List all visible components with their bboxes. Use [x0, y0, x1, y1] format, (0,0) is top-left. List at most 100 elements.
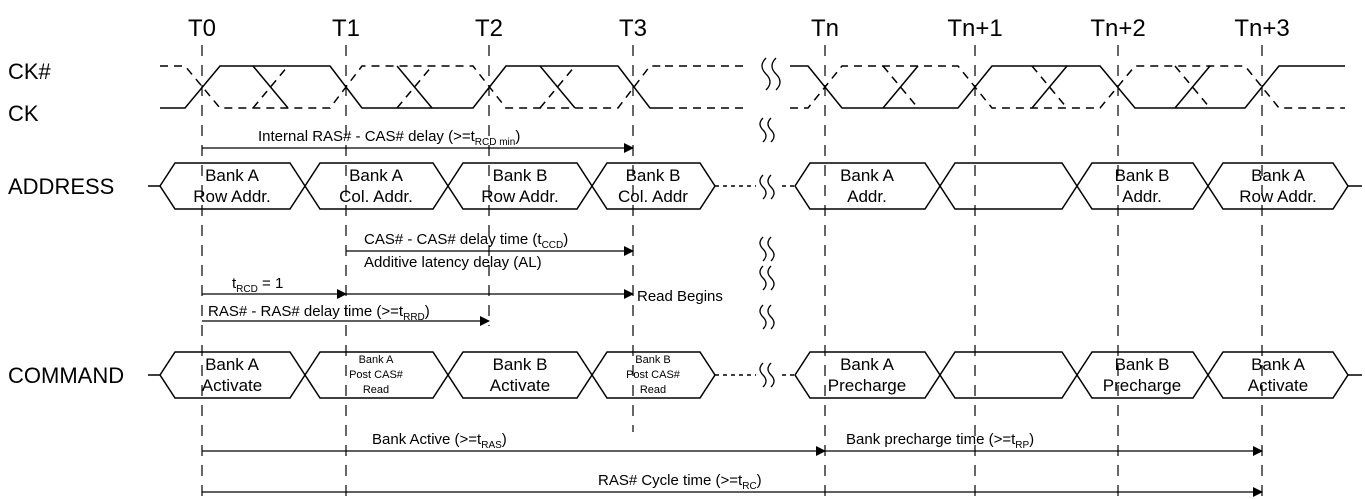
- ck-wave-left-f: [396, 65, 433, 109]
- address-cell-3-line2: Col. Addr: [618, 187, 688, 206]
- address-bus: Bank A Row Addr. Bank A Col. Addr. Bank …: [148, 162, 1362, 210]
- command-cell-7-line1: Bank A: [1251, 355, 1306, 374]
- address-cell-0-line2: Row Addr.: [193, 187, 271, 206]
- address-cell-2-line2: Row Addr.: [481, 187, 559, 206]
- command-cell-7-line2: Activate: [1248, 376, 1308, 395]
- command-cell-3-line1: Bank B: [635, 354, 670, 366]
- address-cell-4-line2: Addr.: [847, 187, 887, 206]
- address-cell-7-line1: Bank A: [1251, 166, 1306, 185]
- command-bus: Bank A Activate Bank A Post CAS# Read Ba…: [148, 351, 1362, 399]
- address-cell-1-line1: Bank A: [349, 166, 404, 185]
- address-cell-2-line1: Bank B: [493, 166, 548, 185]
- break-squiggle-2b: [767, 174, 775, 200]
- clock-label-t1: T1: [332, 15, 360, 42]
- address-cell-outline-5: [939, 162, 1078, 210]
- annotation-ras: Bank Active (>=tRAS): [372, 431, 507, 451]
- ck-wave-right-g: [1174, 65, 1211, 109]
- break-squiggle-5a: [759, 304, 767, 330]
- command-cell-outline-3: [591, 351, 716, 399]
- annotation-al: Additive latency delay (AL): [364, 254, 542, 271]
- clock-edge-lines: [201, 45, 1263, 499]
- timing-annotations: Internal RAS# - CAS# delay (>=tRCD min) …: [208, 128, 1034, 492]
- command-cell-2-line1: Bank B: [493, 355, 548, 374]
- break-squiggle-1b: [767, 117, 775, 143]
- command-cell-0-line2: Activate: [202, 376, 262, 395]
- clock-label-tn-plus-2: Tn+2: [1090, 15, 1145, 42]
- ck-wave-left-g: [539, 65, 576, 109]
- annotation-ccd: CAS# - CAS# delay time (tCCD): [364, 231, 568, 251]
- annotation-trcd: tRCD = 1: [232, 275, 283, 295]
- ck-wave-right-b: [790, 65, 1345, 109]
- annotation-rp: Bank precharge time (>=tRP): [846, 431, 1034, 451]
- ck-wave-left-e: [396, 65, 433, 109]
- ck-wave-right-e: [1031, 65, 1068, 109]
- break-squiggle-clock-b: [771, 57, 781, 91]
- address-cell-6-line1: Bank B: [1115, 166, 1170, 185]
- break-squiggle-4a: [759, 265, 767, 291]
- address-cell-1-line2: Col. Addr.: [339, 187, 413, 206]
- address-cell-3-line1: Bank B: [626, 166, 681, 185]
- break-squiggle-3b: [767, 236, 775, 262]
- break-squiggle-6a: [759, 362, 767, 388]
- signal-label-address: ADDRESS: [8, 174, 114, 199]
- command-cell-text: Bank A Activate Bank A Post CAS# Read Ba…: [202, 354, 1308, 396]
- command-cell-3-line3: Read: [640, 384, 666, 396]
- clock-label-tn-plus-3: Tn+3: [1234, 15, 1289, 42]
- address-cell-text: Bank A Row Addr. Bank A Col. Addr. Bank …: [193, 166, 1317, 206]
- address-cell-0-line1: Bank A: [205, 166, 260, 185]
- annotation-rrd: RAS# - RAS# delay time (>=tRRD): [208, 303, 430, 323]
- break-squiggle-clock-a: [761, 57, 771, 91]
- ck-wave-right-h: [1174, 65, 1211, 109]
- address-cell-6-line2: Addr.: [1122, 187, 1162, 206]
- annotation-rc: RAS# Cycle time (>=tRC): [598, 472, 762, 492]
- address-cell-outline-3: [591, 162, 716, 210]
- command-cell-0-line1: Bank A: [205, 355, 260, 374]
- ck-wave-left-h: [539, 65, 576, 109]
- address-cell-outline-7: [1207, 162, 1349, 210]
- clock-label-t3: T3: [619, 15, 647, 42]
- command-cell-6-line1: Bank B: [1115, 355, 1170, 374]
- command-cell-4-line2: Precharge: [828, 376, 906, 395]
- break-squiggle-1a: [759, 117, 767, 143]
- address-bus-outline: [148, 162, 1362, 210]
- break-squiggle-6b: [767, 362, 775, 388]
- ck-wave-left-b: [160, 65, 665, 109]
- break-squiggle-2a: [759, 174, 767, 200]
- command-cell-1-line1: Bank A: [359, 354, 395, 366]
- ck-wave-left: [160, 65, 665, 109]
- annotation-read-begins: Read Begins: [637, 288, 723, 305]
- ck-wave-left-d: [252, 65, 289, 109]
- command-cell-3-line2: Post CAS#: [626, 369, 681, 381]
- ck-wave-right-d: [882, 65, 919, 109]
- annotation-rcd-delay: Internal RAS# - CAS# delay (>=tRCD min): [258, 128, 520, 148]
- break-squiggle-4b: [767, 265, 775, 291]
- clock-waveforms: [160, 65, 1345, 109]
- clock-label-t0: T0: [188, 15, 216, 42]
- timing-arrows: [202, 143, 1263, 497]
- signal-label-ck: CK: [8, 101, 39, 126]
- clock-edge-labels: T0 T1 T2 T3 Tn Tn+1 Tn+2 Tn+3: [188, 15, 1290, 42]
- ck-wave-left-c: [252, 65, 289, 109]
- break-squiggle-3a: [759, 236, 767, 262]
- time-break-marks: [759, 57, 781, 388]
- address-cell-4-line1: Bank A: [840, 166, 895, 185]
- signal-labels: CK# CK ADDRESS COMMAND: [8, 59, 124, 388]
- command-cell-1-line2: Post CAS#: [349, 369, 404, 381]
- command-bus-outline: [148, 351, 1362, 399]
- command-cell-6-line2: Precharge: [1103, 376, 1181, 395]
- clock-label-tn: Tn: [811, 15, 839, 42]
- ck-wave-right-c: [882, 65, 919, 109]
- command-cell-outline-5: [939, 351, 1078, 399]
- address-cell-7-line2: Row Addr.: [1239, 187, 1317, 206]
- command-cell-outline-7: [1207, 351, 1349, 399]
- command-cell-4-line1: Bank A: [840, 355, 895, 374]
- clock-label-t2: T2: [475, 15, 503, 42]
- command-cell-2-line2: Activate: [490, 376, 550, 395]
- ck-wave-right-f: [1031, 65, 1068, 109]
- clock-label-tn-plus-1: Tn+1: [947, 15, 1002, 42]
- signal-label-command: COMMAND: [8, 363, 124, 388]
- break-squiggle-5b: [767, 304, 775, 330]
- command-cell-1-line3: Read: [363, 384, 389, 396]
- signal-label-ck-bar: CK#: [8, 59, 52, 84]
